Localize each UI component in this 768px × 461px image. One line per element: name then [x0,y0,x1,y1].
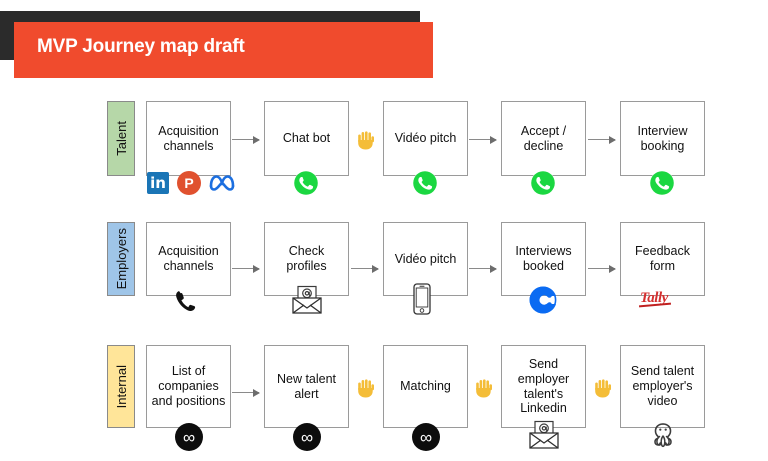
make-infinity-icon-glyph: ∞ [175,423,203,451]
node-employers-interviews-booked[interactable]: Interviews booked [501,222,586,296]
arrow-employers-4 [588,264,616,273]
node-label: Check profiles [286,244,327,273]
row-label-internal-text: Internal [113,364,129,409]
node-employers-acquisition-channels[interactable]: Acquisition channels [146,222,231,296]
node-label: Feedback form [635,244,690,273]
arrow-internal-1 [232,388,260,397]
phone-handset-icon [172,286,200,314]
arrow-talent-3 [588,135,616,144]
calendly-icon [527,284,559,316]
octopus-icon [646,422,680,452]
node-label: Send employer talent's Linkedin [517,357,570,416]
hand-icon-internal-manual-step [593,377,613,399]
node-label: Vidéo pitch [394,131,457,146]
node-label: Interview booking [637,123,688,153]
node-talent-interview-booking[interactable]: Interview booking [620,101,705,176]
node-label: Send talent employer's video [630,364,695,408]
node-internal-send-talent-video[interactable]: Send talent employer's video [620,345,705,428]
node-label: Interviews booked [515,244,572,273]
node-label: New talent alert [276,371,337,401]
node-talent-acquisition-channels[interactable]: Acquisition channels [146,101,231,176]
node-talent-video-pitch[interactable]: Vidéo pitch [383,101,468,176]
node-label: Matching [400,379,451,394]
whatsapp-icon [649,170,675,196]
tally-icon-wordmark: Tally [640,290,668,306]
mobile-phone-icon [412,283,432,315]
p-circle-icon: P [177,171,201,195]
node-label: Vidéo pitch [394,251,457,266]
row-label-employers: Employers [107,222,135,296]
node-talent-accept-decline[interactable]: Accept / decline [501,101,586,176]
arrow-employers-2 [351,264,379,273]
hand-icon-internal-manual-step [356,377,376,399]
whatsapp-icon [530,170,556,196]
hand-icon-talent-manual-step [356,129,376,151]
email-envelope-icon [528,420,560,450]
node-employers-check-profiles[interactable]: Check profiles [264,222,349,296]
linkedin-icon: in [147,172,169,194]
node-label: Acquisition channels [158,244,219,273]
header-banner [14,22,433,78]
node-talent-chat-bot[interactable]: Chat bot [264,101,349,176]
node-label: Accept / decline [520,123,567,153]
p-circle-icon-glyph: P [177,171,201,195]
node-label: Chat bot [282,131,331,146]
tally-icon: Tally [640,290,668,307]
make-infinity-icon: ∞ [175,423,203,451]
page-title: MVP Journey map draft [37,36,245,57]
make-infinity-icon-glyph: ∞ [412,423,440,451]
make-infinity-icon: ∞ [412,423,440,451]
email-envelope-icon [291,285,323,315]
row-label-employers-text: Employers [113,228,129,290]
meta-icon [209,173,235,191]
node-employers-feedback-form[interactable]: Feedback form [620,222,705,296]
whatsapp-icon [412,170,438,196]
arrow-employers-1 [232,264,260,273]
make-infinity-icon: ∞ [293,423,321,451]
node-internal-send-employer-linkedin[interactable]: Send employer talent's Linkedin [501,345,586,428]
node-internal-matching[interactable]: Matching [383,345,468,428]
whatsapp-icon [293,170,319,196]
node-internal-list-of-companies[interactable]: List of companies and positions [146,345,231,428]
row-label-talent-text: Talent [113,121,129,156]
row-label-internal: Internal [107,345,135,428]
linkedin-icon-glyph: in [147,172,169,194]
hand-icon-internal-manual-step [474,377,494,399]
arrow-talent-2 [469,135,497,144]
arrow-talent-1 [232,135,260,144]
make-infinity-icon-glyph: ∞ [293,423,321,451]
row-label-talent: Talent [107,101,135,176]
arrow-employers-3 [469,264,497,273]
node-label: List of companies and positions [151,364,226,408]
node-internal-new-talent-alert[interactable]: New talent alert [264,345,349,428]
node-label: Acquisition channels [158,123,219,153]
